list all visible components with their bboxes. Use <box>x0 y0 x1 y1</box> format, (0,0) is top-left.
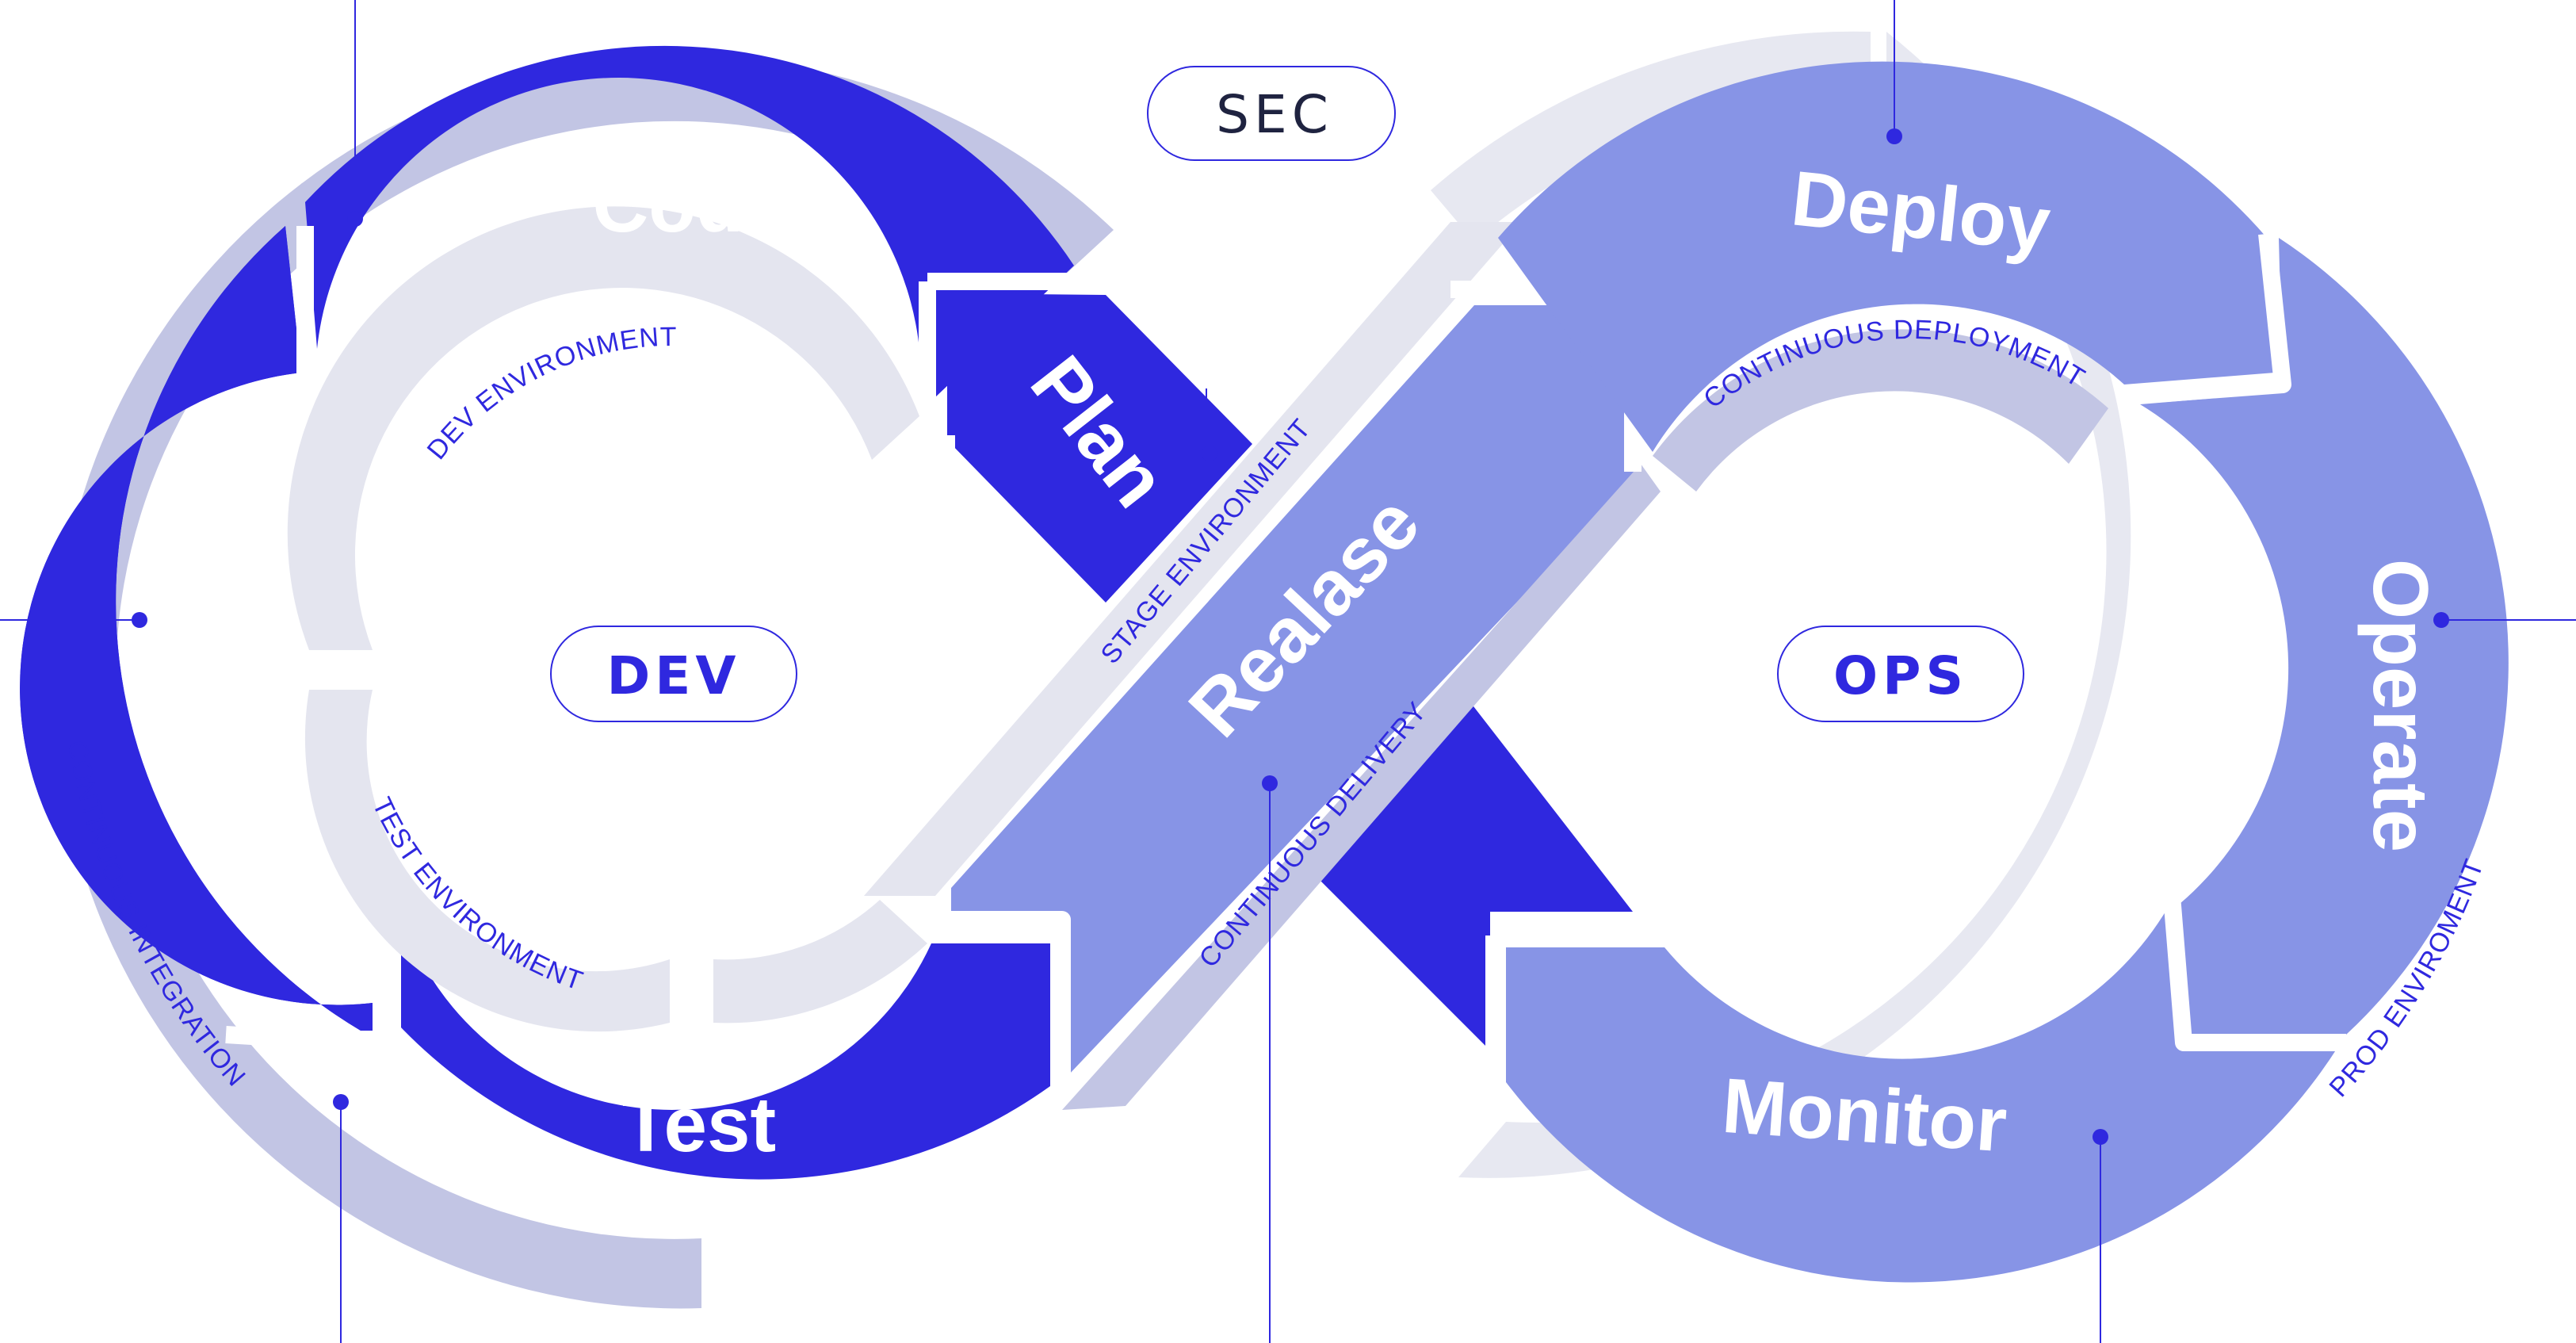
plan-segment <box>947 293 1252 603</box>
dev-label: DEV <box>607 645 741 706</box>
ops-label: OPS <box>1833 645 1968 706</box>
stage-monitor: Monitor <box>1719 1062 2009 1169</box>
inner-ring-left <box>287 206 927 1032</box>
stage-test: Test <box>622 1081 776 1168</box>
stage-operate: Operate <box>2357 559 2444 852</box>
sec-pill: SEC <box>1147 66 1396 161</box>
stage-build: Build <box>142 581 229 775</box>
dev-pill: DEV <box>550 626 797 722</box>
test-segment <box>400 912 1050 1180</box>
stage-code: Code <box>593 161 787 248</box>
release-band <box>864 222 1661 1110</box>
dev-environment-label: DEV ENVIRONMENT <box>422 322 678 465</box>
outer-ring-left <box>54 55 1114 1309</box>
inner-ring-right <box>1653 329 2108 492</box>
release-segment <box>951 305 1637 1090</box>
deploy-segment <box>1498 61 2275 452</box>
sec-label: SEC <box>1216 84 1333 145</box>
operate-segment <box>2140 238 2509 1039</box>
monitor-segment <box>1506 908 2338 1283</box>
ops-pill: OPS <box>1777 626 2024 722</box>
ops-loop-separators <box>1485 232 2346 1086</box>
code-segment <box>305 45 1074 413</box>
ops-loop <box>1498 61 2509 1283</box>
